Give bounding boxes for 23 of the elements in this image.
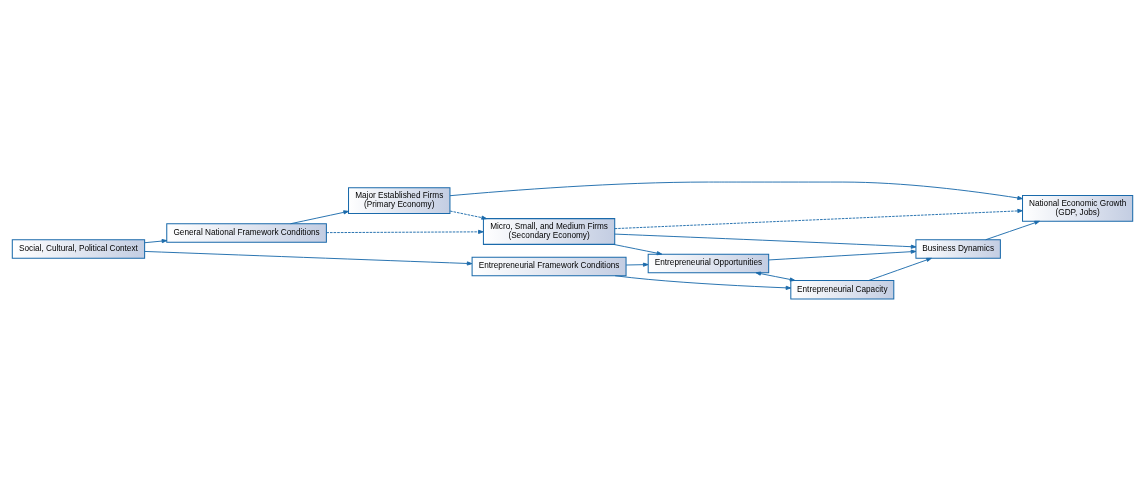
arrow (614, 274, 792, 290)
node-box: National Economic Growth (GDP, Jobs) (1022, 194, 1134, 222)
arrow (614, 233, 917, 249)
arrow (144, 250, 473, 266)
node-box: Entrepreneurial Opportunities (647, 253, 770, 273)
arrow (614, 208, 1023, 229)
node-box: Social, Cultural, Political Context (11, 238, 146, 259)
arrow (768, 249, 917, 260)
arrow (625, 262, 649, 267)
arrow (755, 271, 796, 282)
node-box: Business Dynamics (915, 238, 1001, 259)
arrow (985, 220, 1040, 240)
arrow (449, 210, 487, 220)
node-box: Entrepreneurial Capacity (790, 279, 895, 299)
node-box: Entrepreneurial Framework Conditions (471, 256, 627, 276)
arrow (326, 229, 484, 234)
arrow (290, 209, 349, 224)
node-box: Major Established Firms (Primary Economy) (348, 186, 451, 214)
arrow (613, 243, 663, 255)
arrow (868, 257, 932, 281)
arrow (144, 238, 168, 243)
arrow (449, 181, 1023, 200)
node-box: General National Framework Conditions (166, 222, 327, 243)
